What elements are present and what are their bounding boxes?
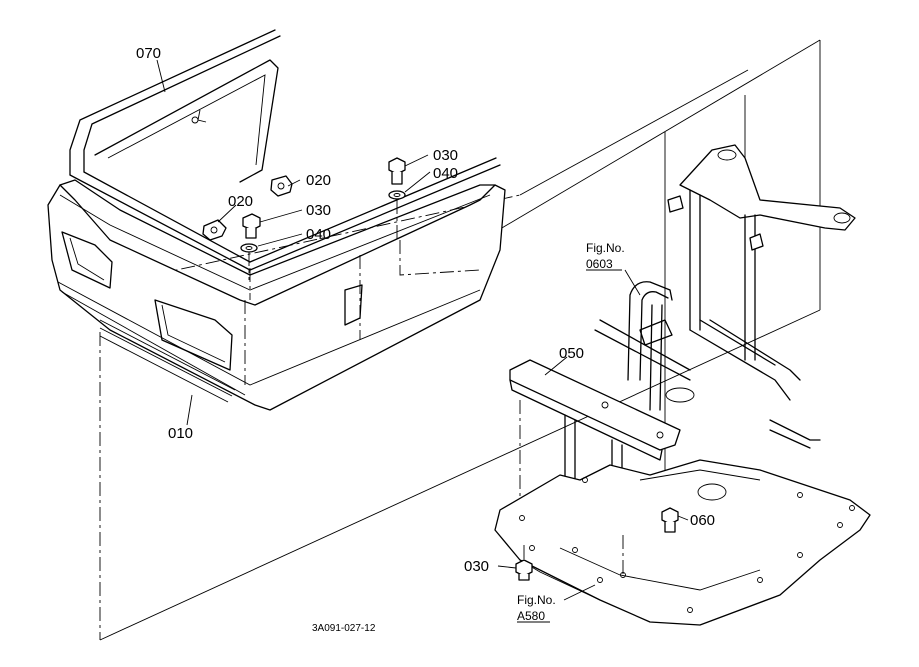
hardware-right [388, 157, 406, 240]
label-070: 070 [136, 45, 161, 62]
label-040-right: 040 [433, 165, 458, 182]
seal-frame-070 [69, 29, 501, 271]
label-040-left: 040 [306, 226, 331, 243]
fig-ref-label-2: Fig.No. [517, 593, 556, 607]
fig-ref-number-1: 0603 [586, 257, 613, 271]
label-020-lower: 020 [228, 193, 253, 210]
hood-body-010 [47, 179, 506, 411]
label-010: 010 [168, 425, 193, 442]
fig-ref-label-1: Fig.No. [586, 241, 625, 255]
base-plate [494, 387, 871, 626]
hardware-left [202, 175, 293, 280]
part-labels: 070 020 020 030 040 030 040 010 050 060 … [136, 45, 715, 634]
fig-ref-number-2: A580 [517, 609, 545, 623]
bolt-030-bottom [515, 545, 533, 581]
leader-lines [156, 59, 689, 601]
label-020-upper: 020 [306, 172, 331, 189]
hood-opening-panel [94, 59, 279, 183]
label-050: 050 [559, 345, 584, 362]
label-030-left: 030 [306, 202, 331, 219]
drawing-id: 3A091-027-12 [312, 623, 376, 634]
bolt-060 [661, 507, 679, 533]
label-060: 060 [690, 512, 715, 529]
label-030-bottom: 030 [464, 558, 489, 575]
label-030-right: 030 [433, 147, 458, 164]
